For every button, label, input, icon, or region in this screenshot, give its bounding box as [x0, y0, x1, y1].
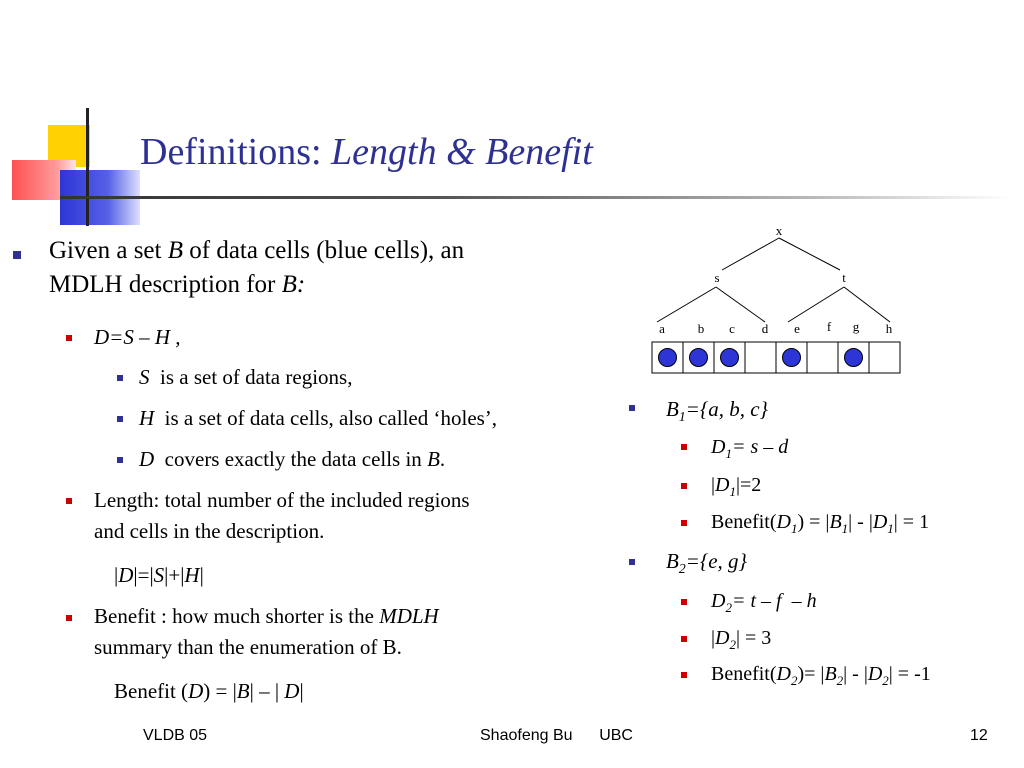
- cell-h: [868, 341, 901, 374]
- bullet-marker: [629, 405, 635, 411]
- benefit-formula: Benefit (D) = |B| – | D|: [114, 679, 304, 703]
- bullet-marker: [629, 559, 635, 565]
- cell-g: [837, 341, 870, 374]
- item-length: Length: total number of the included reg…: [94, 488, 470, 543]
- length-formula: |D|=|S|+|H|: [114, 563, 204, 587]
- d2-def: D2= t – f – h: [711, 590, 817, 615]
- bullet-marker: [681, 444, 687, 450]
- leaf-label-d: d: [762, 321, 769, 336]
- footer-author: Shaofeng Bu UBC: [480, 727, 633, 744]
- benefit1: Benefit(D1) = |B1| - |D1| = 1: [711, 511, 930, 536]
- data-cell-marker-e: [782, 348, 801, 367]
- edge: [656, 286, 717, 323]
- node-label-t: t: [842, 270, 846, 285]
- leaf-label-e: e: [794, 321, 800, 336]
- decor-vertical-line: [86, 108, 89, 226]
- bullet-marker: [66, 615, 72, 621]
- data-cell-marker-a: [658, 348, 677, 367]
- data-cell-marker-c: [720, 348, 739, 367]
- leaf-label-h: h: [886, 321, 893, 336]
- bullet-marker: [681, 636, 687, 642]
- bullet-marker: [66, 498, 72, 504]
- bullet-marker: [117, 457, 123, 463]
- edge: [715, 286, 766, 323]
- item-d: D covers exactly the data cells in B.: [139, 447, 446, 471]
- data-cell-marker-g: [844, 348, 863, 367]
- slide-title: Definitions: Length & Benefit: [140, 131, 593, 173]
- bullet-marker: [117, 416, 123, 422]
- cell-c: [713, 341, 746, 374]
- node-label-s: s: [714, 270, 719, 285]
- edge: [721, 237, 780, 271]
- d1-def: D1= s – d: [711, 436, 789, 461]
- bullet-marker: [66, 335, 72, 341]
- edge: [843, 286, 891, 323]
- bullet-marker: [681, 483, 687, 489]
- leaf-label-g: g: [853, 319, 860, 334]
- bullet-given-set: Given a set B of data cells (blue cells)…: [49, 237, 465, 298]
- leaf-label-a: a: [659, 321, 665, 336]
- bullet-marker: [681, 599, 687, 605]
- d1-length: |D1|=2: [711, 474, 762, 499]
- leaf-label-f: f: [827, 319, 832, 334]
- edge: [787, 286, 845, 323]
- hierarchy-diagram: x s t a b c d e f g h: [651, 223, 901, 374]
- footer-page-number: 12: [970, 727, 988, 744]
- cell-f: [806, 341, 839, 374]
- leaf-label-b: b: [698, 321, 705, 336]
- bullet-marker: [117, 375, 123, 381]
- node-label-root: x: [776, 223, 783, 238]
- edge: [778, 237, 841, 271]
- b2-set: B2={e, g}: [666, 549, 747, 577]
- d2-length: |D2| = 3: [711, 627, 772, 652]
- cell-d: [744, 341, 777, 374]
- item-s: S is a set of data regions,: [139, 365, 353, 389]
- item-h: H is a set of data cells, also called ‘h…: [139, 406, 498, 430]
- bullet-marker: [13, 251, 21, 259]
- benefit2: Benefit(D2)= |B2| - |D2| = -1: [711, 663, 931, 688]
- bullet-marker: [681, 520, 687, 526]
- item-d-definition: D=S – H ,: [94, 325, 181, 349]
- title-underline: [60, 196, 1010, 199]
- footer-conference: VLDB 05: [143, 727, 208, 744]
- leaf-label-c: c: [729, 321, 735, 336]
- bullet-marker: [681, 672, 687, 678]
- b1-set: B1={a, b, c}: [666, 397, 768, 425]
- data-cell-marker-b: [689, 348, 708, 367]
